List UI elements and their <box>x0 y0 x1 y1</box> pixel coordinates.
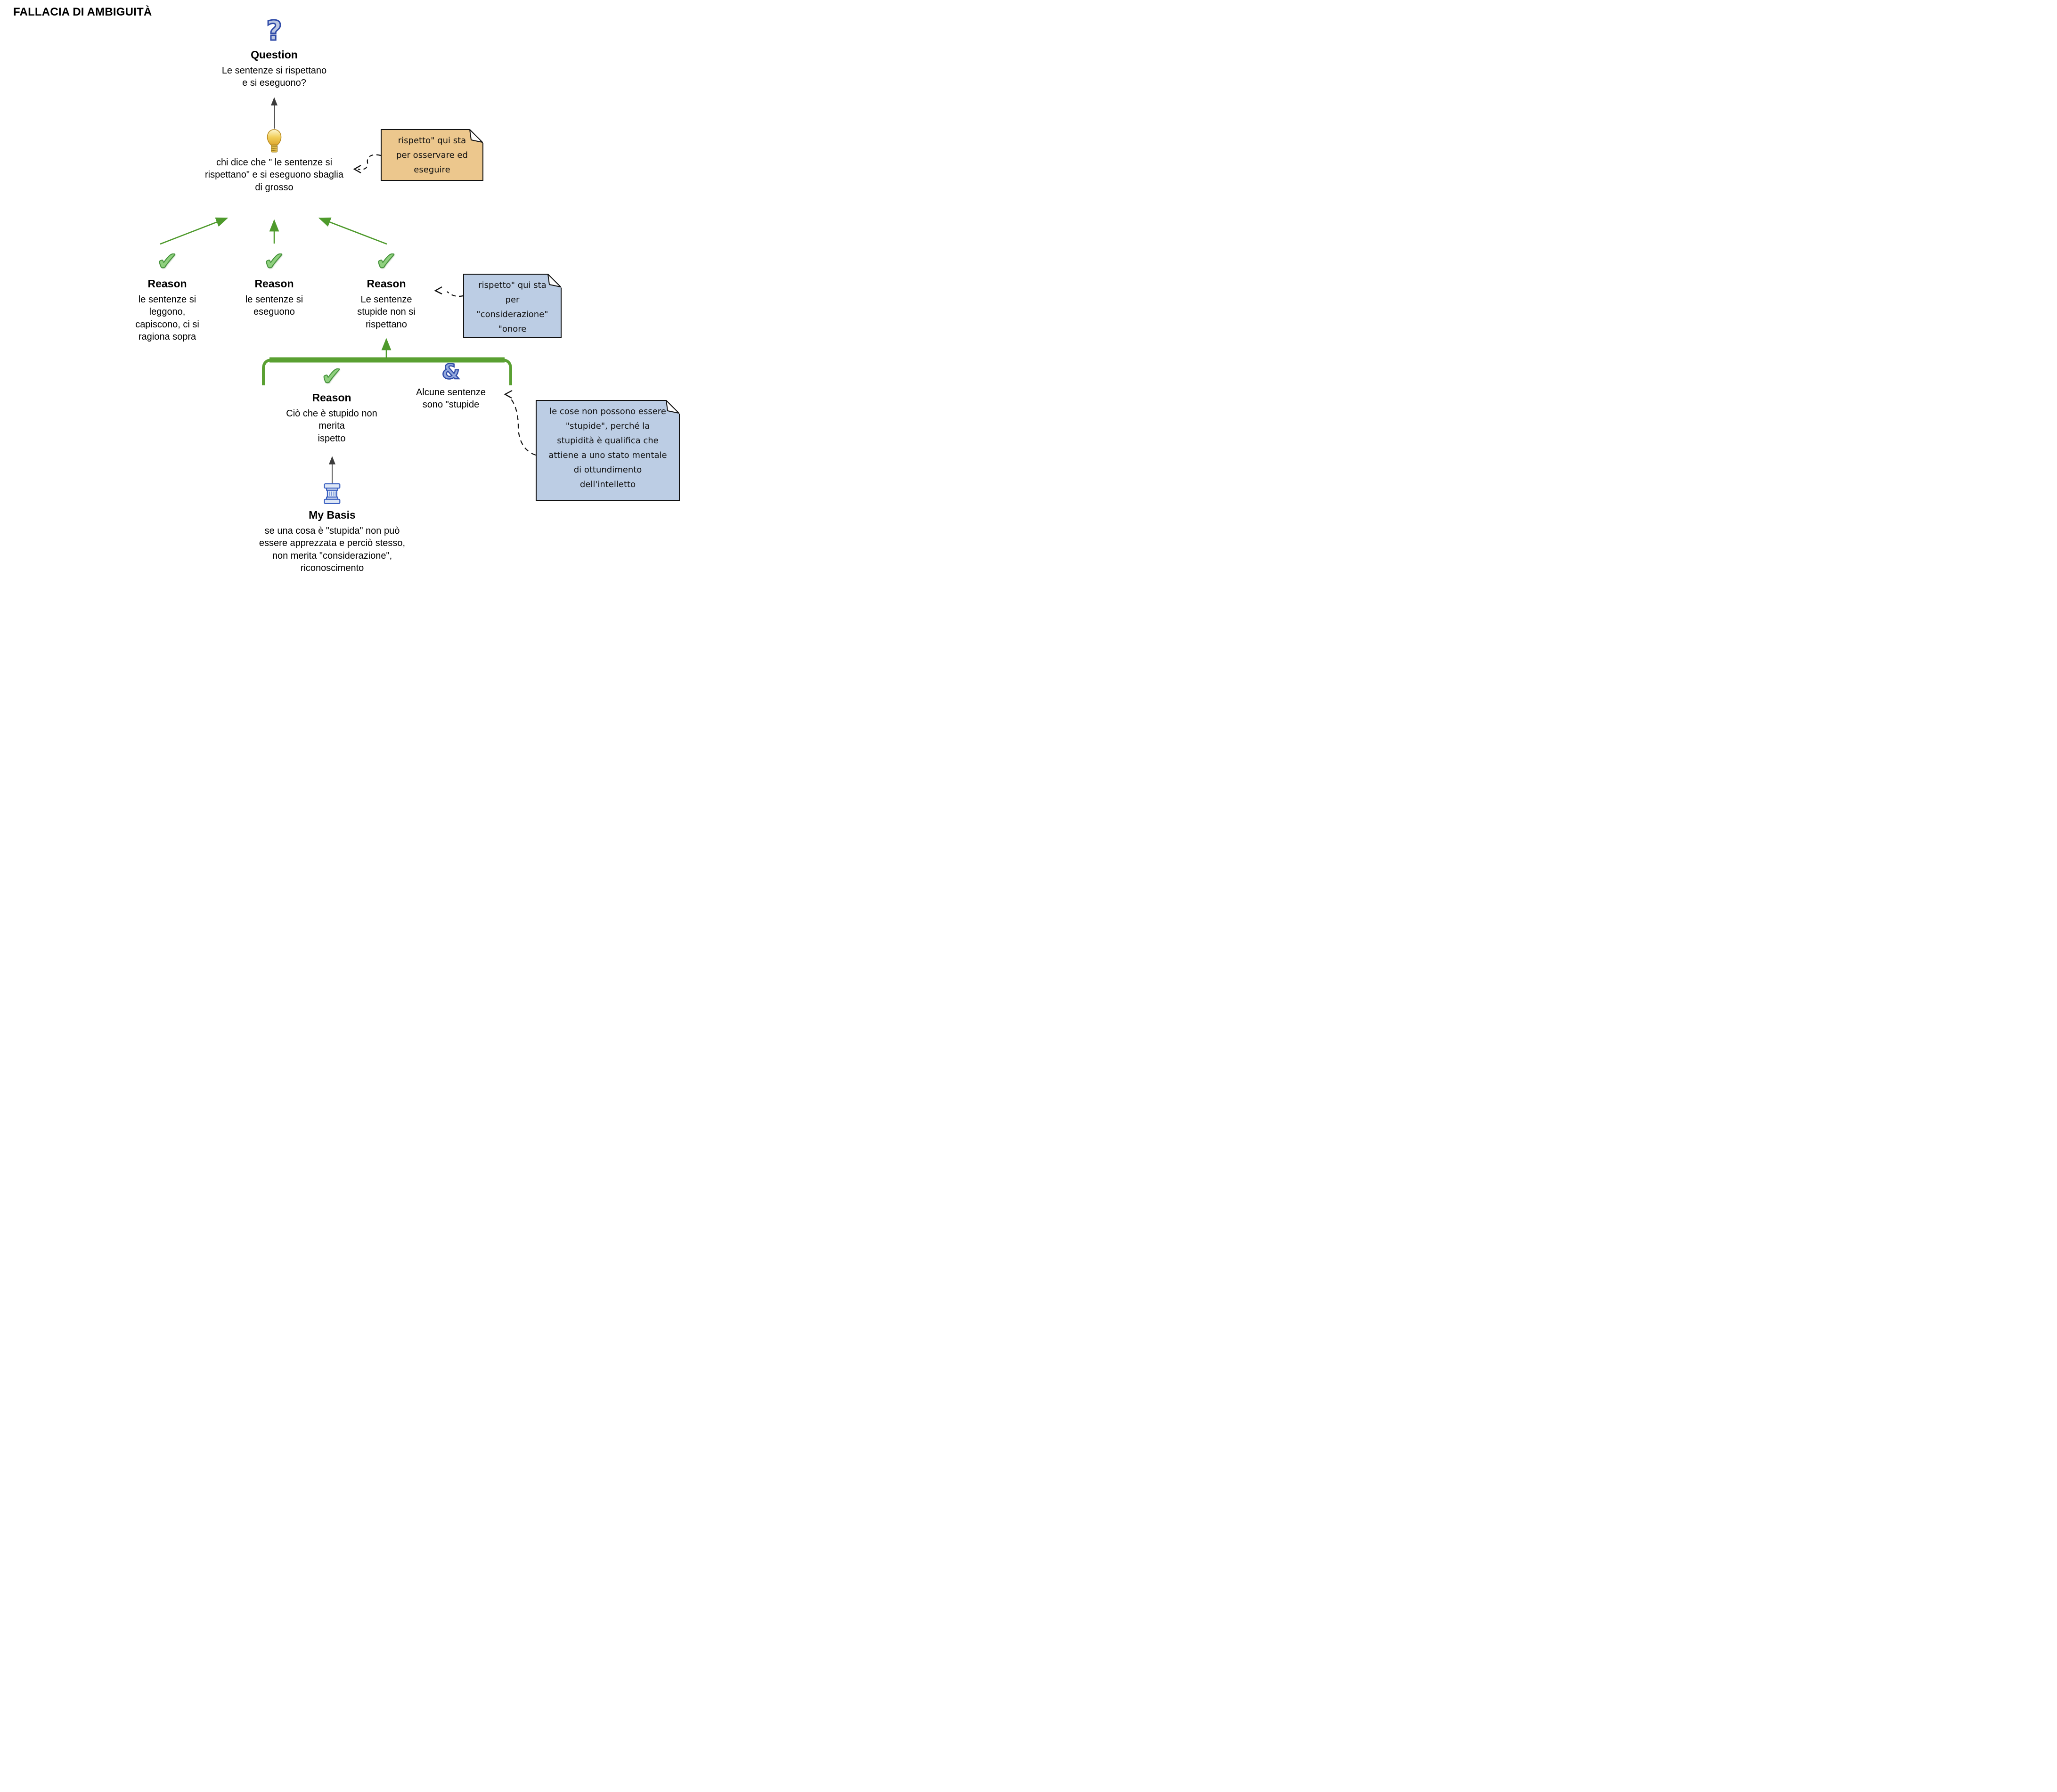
sticky-note-blue-1[interactable]: rispetto" qui sta per "considerazione" "… <box>463 274 562 338</box>
and-node-text: Alcune sentenze sono "stupide <box>416 387 486 410</box>
reason2-text: le sentenze si eseguono <box>245 294 303 318</box>
folded-corner-icon <box>547 274 562 288</box>
reason-node-1[interactable]: ✔ Reason le sentenze si leggono, capisco… <box>135 246 199 343</box>
dashed-link-note-orange <box>353 154 381 174</box>
checkmark-icon: ✔ <box>375 246 397 276</box>
reason-node-4[interactable]: ✔ Reason Ciò che è stupido non merita is… <box>286 361 377 445</box>
reason2-label: Reason <box>254 277 294 290</box>
checkmark-icon: ✔ <box>320 361 343 391</box>
question-node[interactable]: ? Question Le sentenze si rispettano e s… <box>221 15 327 90</box>
pillar-icon <box>324 483 341 504</box>
reason-node-2[interactable]: ✔ Reason le sentenze si eseguono <box>245 246 303 318</box>
sticky-note-blue-2[interactable]: le cose non possono essere "stupide", pe… <box>536 400 680 501</box>
question-mark-icon: ? <box>266 15 283 47</box>
sticky-note-orange[interactable]: rispetto" qui sta per osservare ed esegu… <box>381 129 483 181</box>
reason4-text: Ciò che è stupido non merita ispetto <box>286 408 377 444</box>
my-basis-node[interactable]: My Basis se una cosa è "stupida" non può… <box>259 483 405 574</box>
basis-text: se una cosa è "stupida" non può essere a… <box>259 525 406 573</box>
note-orange-text: rispetto" qui sta per osservare ed esegu… <box>396 136 468 175</box>
reason4-label: Reason <box>312 391 351 404</box>
checkmark-icon: ✔ <box>263 246 285 276</box>
dashed-link-note-blue2 <box>504 390 536 456</box>
claim-text: chi dice che " le sentenze si rispettano… <box>205 157 343 193</box>
and-node[interactable]: & Alcune sentenze sono "stupide <box>416 360 486 411</box>
folded-corner-icon <box>666 400 680 414</box>
note-blue1-text: rispetto" qui sta per "considerazione" "… <box>476 280 548 334</box>
page-title: FALLACIA DI AMBIGUITÀ <box>13 6 152 18</box>
reason3-text: Le sentenze stupide non si rispettano <box>357 294 416 330</box>
checkmark-icon: ✔ <box>156 246 178 276</box>
argument-map-canvas: FALLACIA DI AMBIGUITÀ <box>0 0 686 597</box>
arrow-reason3-to-claim <box>318 217 387 245</box>
reason1-label: Reason <box>147 277 187 290</box>
question-text: Le sentenze si rispettano e si eseguono? <box>221 65 327 89</box>
arrow-reason1-to-claim <box>160 217 229 245</box>
reason3-label: Reason <box>367 277 406 290</box>
claim-node[interactable]: chi dice che " le sentenze si rispettano… <box>205 129 343 194</box>
reason1-text: le sentenze si leggono, capiscono, ci si… <box>135 294 199 342</box>
dashed-link-note-blue1 <box>434 286 464 297</box>
note-blue2-text: le cose non possono essere "stupide", pe… <box>548 407 667 489</box>
reason-node-3[interactable]: ✔ Reason Le sentenze stupide non si risp… <box>357 246 416 331</box>
folded-corner-icon <box>469 129 483 143</box>
ampersand-icon: & <box>441 360 461 384</box>
question-label: Question <box>251 49 298 61</box>
basis-label: My Basis <box>309 509 356 521</box>
lightbulb-icon <box>267 129 282 153</box>
